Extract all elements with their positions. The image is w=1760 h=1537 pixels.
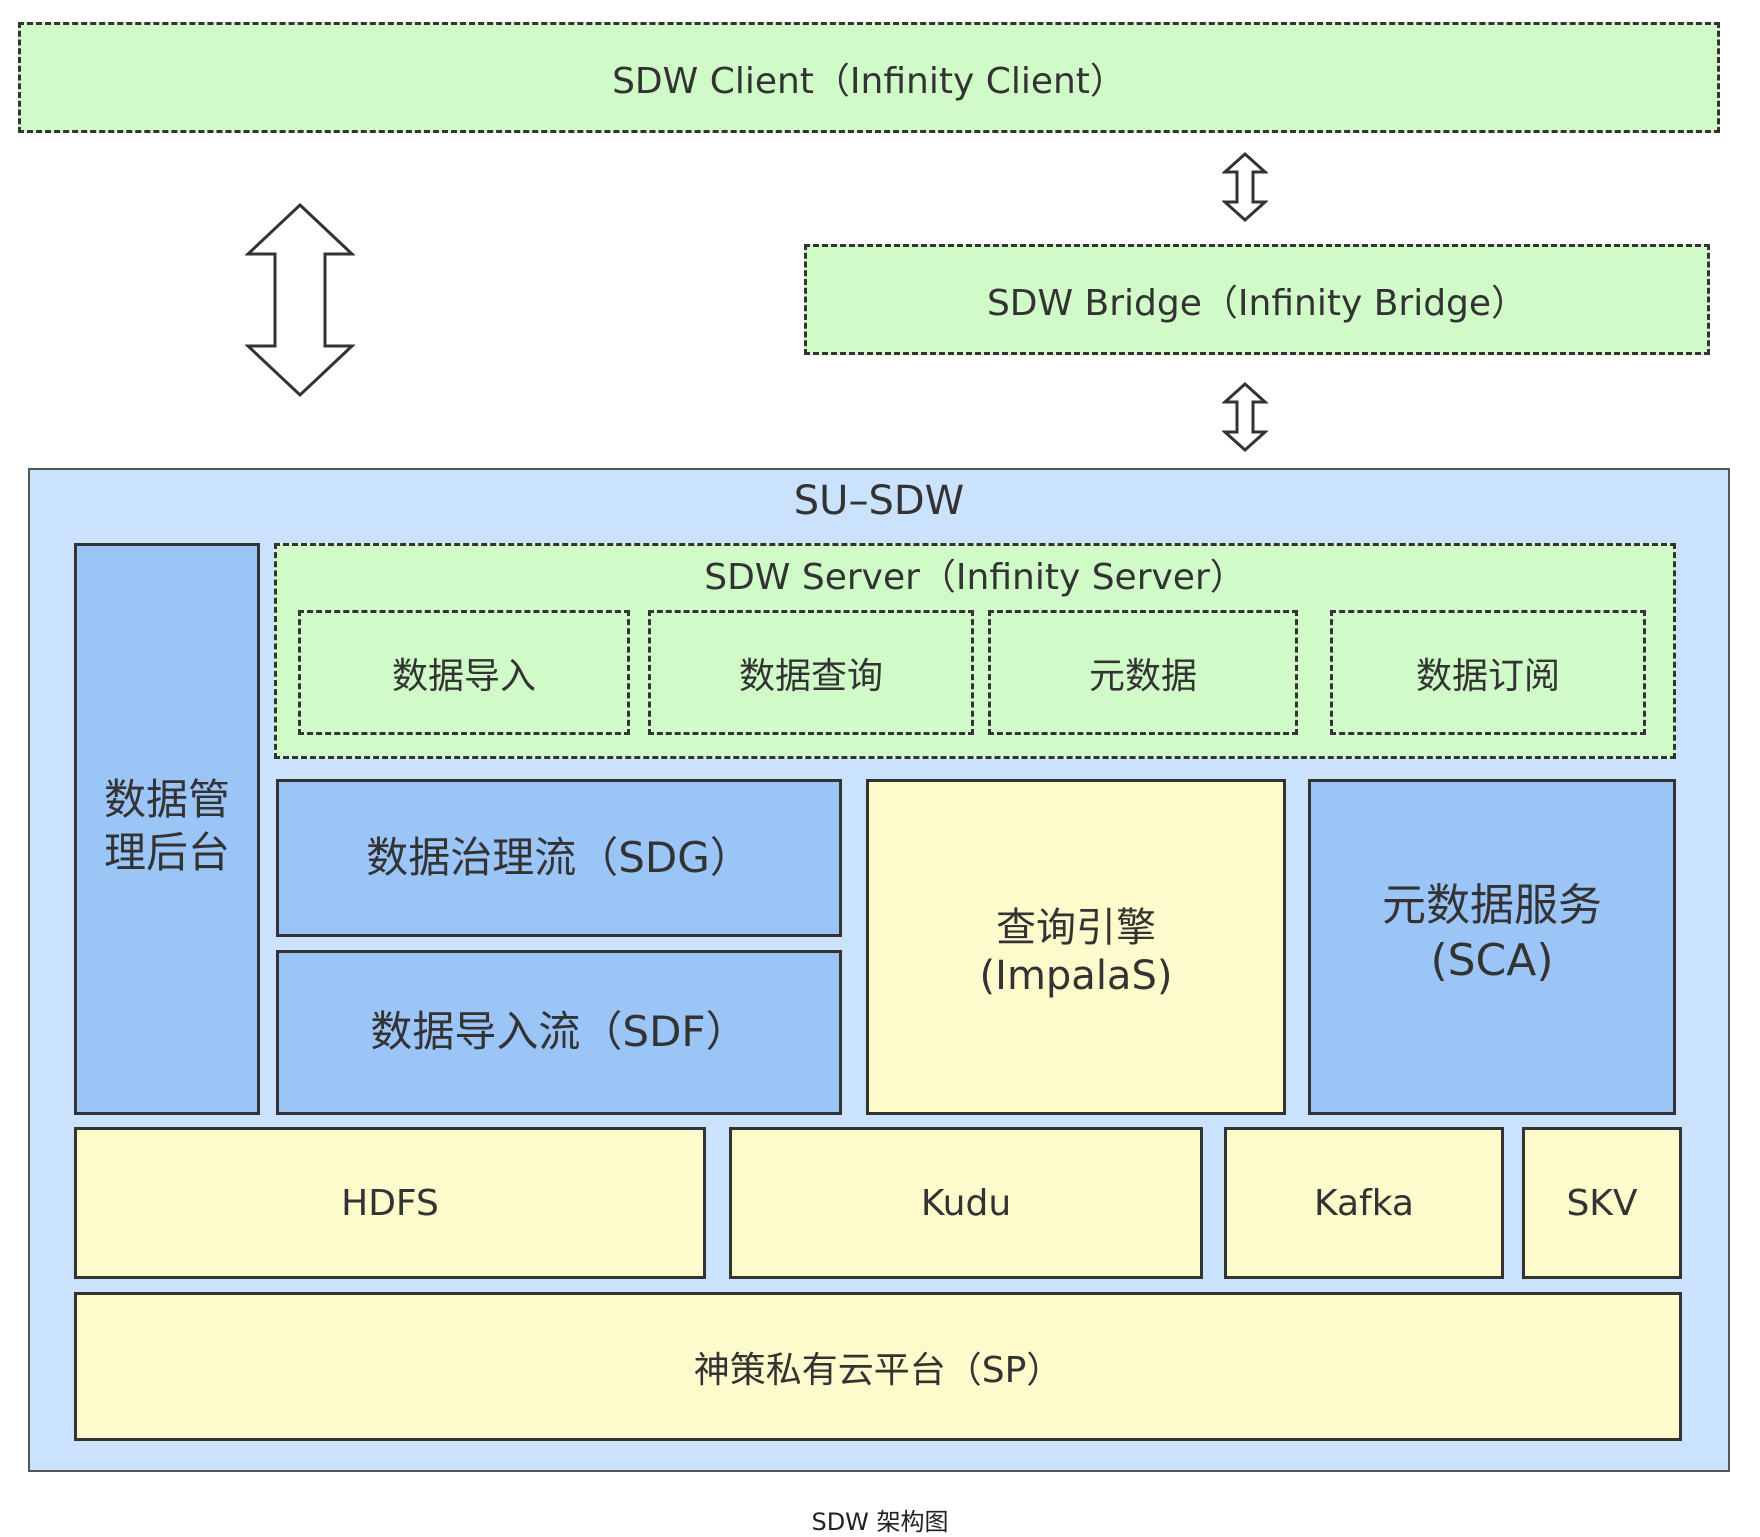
sdf-label: 数据导入流（SDF） <box>370 1007 748 1057</box>
storage-hdfs: HDFS <box>74 1127 706 1279</box>
module-label: 数据导入 <box>391 655 536 697</box>
storage-kafka: Kafka <box>1224 1127 1504 1279</box>
su-sdw-title: SU–SDW <box>793 478 965 524</box>
admin-backend-label: 数据管 理后台 <box>103 775 230 877</box>
base-platform-box: 神策私有云平台（SP） <box>74 1292 1682 1441</box>
module-label: 元数据 <box>1088 655 1197 697</box>
sdw-bridge-label: SDW Bridge（Infinity Bridge） <box>986 282 1528 324</box>
module-data-import: 数据导入 <box>298 610 630 735</box>
query-engine-box: 查询引擎 (ImpalaS) <box>866 779 1286 1115</box>
sdw-server-title: SDW Server（Infinity Server） <box>704 557 1246 598</box>
admin-backend-box: 数据管 理后台 <box>74 543 260 1115</box>
storage-label: Kafka <box>1314 1182 1414 1224</box>
double-arrow-small-icon <box>1222 152 1268 222</box>
diagram-caption: SDW 架构图 <box>811 1508 949 1536</box>
storage-kudu: Kudu <box>729 1127 1203 1279</box>
metadata-service-box: 元数据服务 (SCA) <box>1308 779 1676 1115</box>
sdw-client-box: SDW Client（Infinity Client） <box>18 22 1720 133</box>
sdg-label: 数据治理流（SDG） <box>366 832 752 882</box>
sdf-box: 数据导入流（SDF） <box>276 950 842 1115</box>
module-data-subscription: 数据订阅 <box>1330 610 1646 735</box>
storage-label: SKV <box>1566 1182 1638 1224</box>
sdg-box: 数据治理流（SDG） <box>276 779 842 937</box>
module-label: 数据订阅 <box>1415 655 1560 697</box>
double-arrow-small-icon <box>1222 382 1268 452</box>
sdw-bridge-box: SDW Bridge（Infinity Bridge） <box>804 244 1710 355</box>
storage-label: Kudu <box>920 1182 1012 1224</box>
module-metadata: 元数据 <box>988 610 1298 735</box>
storage-label: HDFS <box>341 1182 439 1224</box>
base-platform-label: 神策私有云平台（SP） <box>693 1349 1063 1391</box>
double-arrow-large-icon <box>245 202 355 398</box>
sdw-client-label: SDW Client（Infinity Client） <box>612 60 1126 102</box>
module-data-query: 数据查询 <box>648 610 974 735</box>
metadata-service-label: 元数据服务 (SCA) <box>1382 880 1602 986</box>
storage-skv: SKV <box>1522 1127 1682 1279</box>
query-engine-label: 查询引擎 (ImpalaS) <box>979 905 1173 999</box>
module-label: 数据查询 <box>738 655 883 697</box>
